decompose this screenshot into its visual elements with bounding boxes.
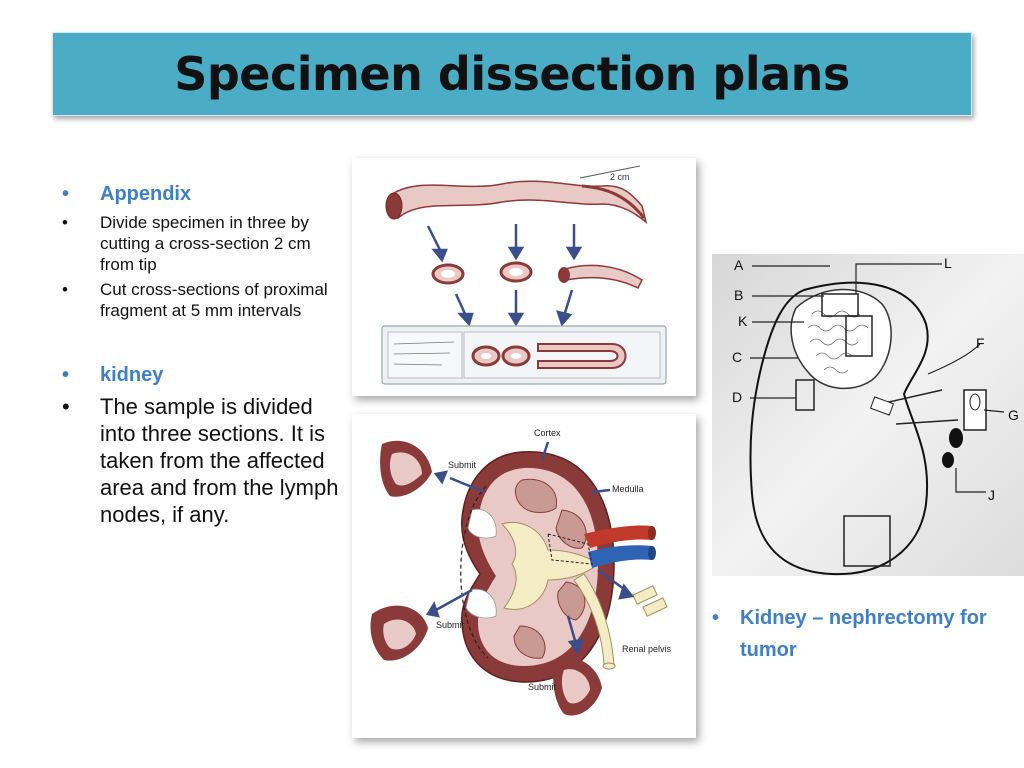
nephrectomy-caption: • Kidney – nephrectomy for tumor — [712, 602, 1012, 666]
label-k: K — [738, 313, 748, 329]
label-c: C — [732, 349, 742, 365]
label-d: D — [732, 389, 742, 405]
kidney-dissection-diagram: Cortex Medulla Renal pelvis Submit Submi… — [352, 414, 696, 738]
nephrectomy-sketch: A B K C D L F G J — [712, 254, 1024, 576]
bullet-appendix-step1: • Divide specimen in three by cutting a … — [62, 213, 311, 274]
label-b: B — [734, 287, 743, 303]
title-banner: Specimen dissection plans — [52, 32, 972, 116]
bullet-kidney-heading: • kidney — [56, 361, 346, 389]
submit-label-1: Submit — [448, 460, 477, 470]
bullet-list: • Appendix • Divide specimen in three by… — [56, 180, 346, 528]
page-title: Specimen dissection plans — [174, 47, 850, 101]
submit-label-2: Submit — [436, 620, 465, 630]
submit-label-3: Submit — [528, 682, 557, 692]
label-l: L — [944, 255, 952, 271]
bullet-icon: • — [712, 607, 720, 629]
bullet-appendix-step2: • Cut cross-sections of proximal fragmen… — [62, 280, 328, 320]
caption-text: Kidney – nephrectomy for tumor — [740, 607, 987, 661]
renal-pelvis-label: Renal pelvis — [622, 644, 672, 654]
measure-label: 2 cm — [610, 172, 630, 182]
label-a: A — [734, 257, 744, 273]
bullet-icon: • — [62, 183, 70, 205]
label-g: G — [1008, 407, 1019, 423]
bullet-icon: • — [62, 213, 68, 232]
bullet-appendix-heading: • Appendix — [56, 180, 346, 208]
bullet-icon: • — [62, 394, 70, 419]
bullet-icon: • — [62, 364, 70, 386]
bullet-icon: • — [62, 280, 68, 299]
label-j: J — [988, 487, 995, 503]
bullet-kidney-text: • The sample is divided into three secti… — [62, 394, 339, 527]
cortex-label: Cortex — [534, 428, 561, 438]
medulla-label: Medulla — [612, 484, 644, 494]
label-f: F — [976, 335, 985, 351]
appendix-diagram: 2 cm — [352, 158, 696, 396]
